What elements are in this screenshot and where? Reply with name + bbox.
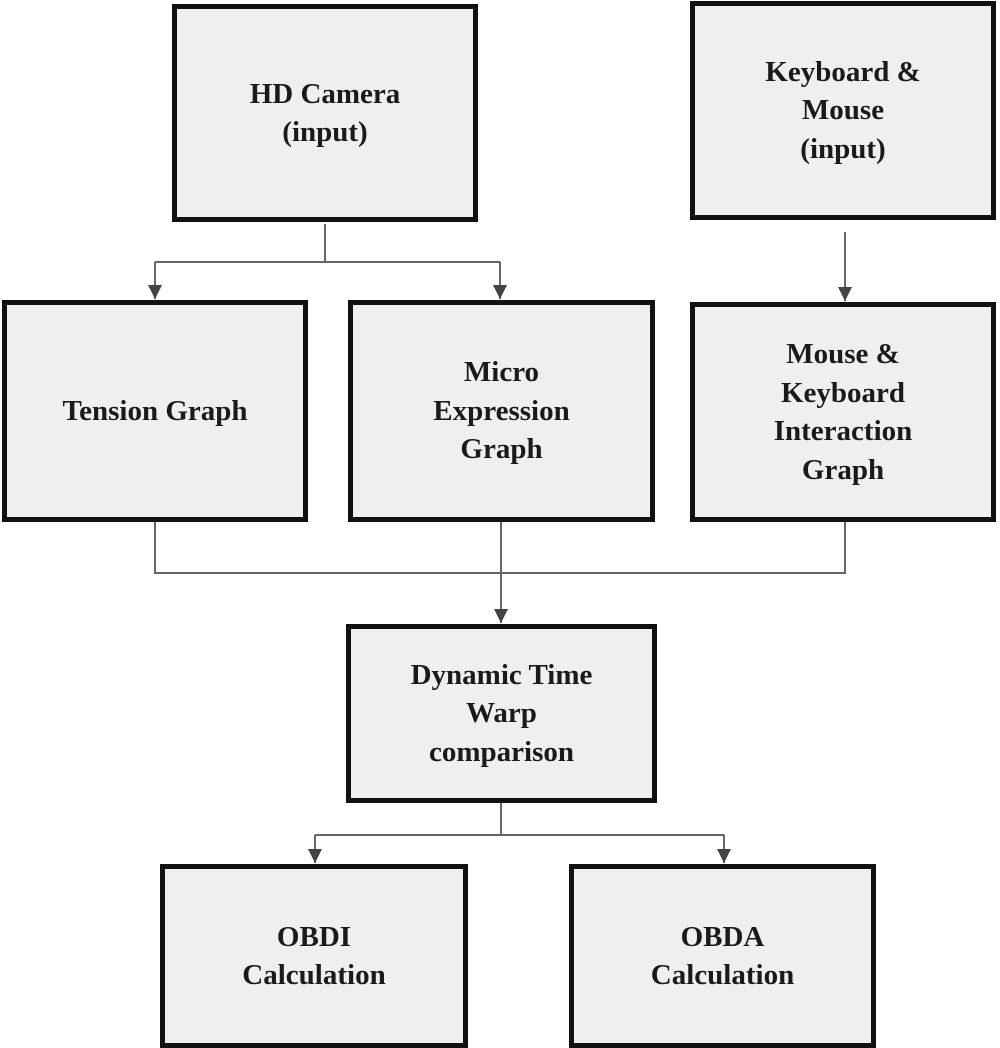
dynamic-time-warp-label: Dynamic Time Warp comparison [410, 658, 593, 768]
tension-graph-node: Tension Graph [2, 300, 308, 522]
mouse-keyboard-interaction-graph-node: Mouse & Keyboard Interaction Graph [690, 302, 996, 522]
obda-calculation-label: OBDA Calculation [650, 920, 795, 992]
keyboard-mouse-node: Keyboard & Mouse (input) [690, 1, 996, 220]
micro-expression-graph-node: Micro Expression Graph [348, 300, 655, 522]
keyboard-mouse-label: Keyboard & Mouse (input) [765, 55, 921, 165]
micro-expression-graph-label: Micro Expression Graph [433, 356, 570, 466]
dynamic-time-warp-node: Dynamic Time Warp comparison [346, 624, 657, 803]
obdi-calculation-label: OBDI Calculation [242, 920, 386, 992]
tension-graph-label: Tension Graph [62, 394, 248, 427]
obdi-calculation-node: OBDI Calculation [160, 864, 468, 1048]
connector-camera-split [155, 224, 500, 263]
hd-camera-node: HD Camera (input) [172, 4, 478, 222]
obda-calculation-node: OBDA Calculation [569, 864, 876, 1048]
hd-camera-label: HD Camera (input) [249, 77, 401, 149]
mouse-keyboard-interaction-graph-label: Mouse & Keyboard Interaction Graph [773, 338, 913, 486]
connector-dtw-split [315, 803, 724, 836]
